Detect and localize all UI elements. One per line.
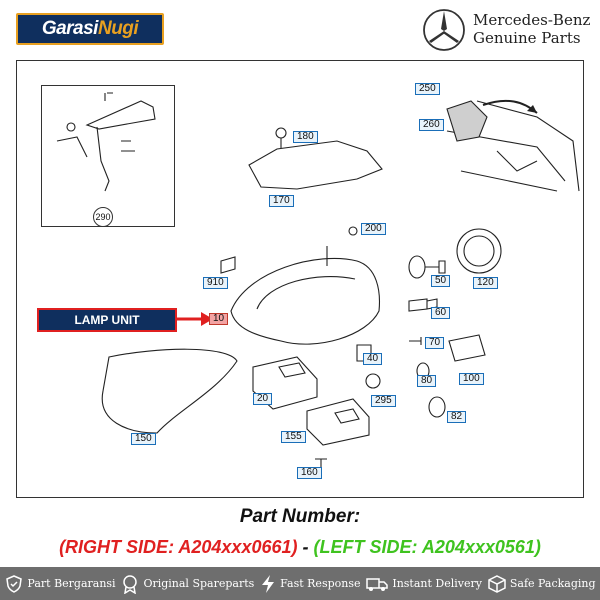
feature-original: Original Spareparts <box>120 574 254 594</box>
lamp-unit-label: LAMP UNIT <box>37 308 177 332</box>
callout-260[interactable]: 260 <box>419 119 444 131</box>
part-number-title: Part Number: <box>239 506 361 527</box>
callout-250[interactable]: 250 <box>415 83 440 95</box>
feature-warranty: Part Bergaransi <box>4 574 116 594</box>
callout-180[interactable]: 180 <box>293 131 318 143</box>
callout-295[interactable]: 295 <box>371 395 396 407</box>
callout-150[interactable]: 150 <box>131 433 156 445</box>
callout-910[interactable]: 910 <box>203 277 228 289</box>
callout-155[interactable]: 155 <box>281 431 306 443</box>
part-number-line: (RIGHT SIDE: A204xxx0661) - (LEFT SIDE: … <box>0 537 600 558</box>
right-side-part-number: (RIGHT SIDE: A204xxx0661) <box>59 537 298 557</box>
callout-80[interactable]: 80 <box>417 375 437 387</box>
callout-160[interactable]: 160 <box>297 467 322 479</box>
callout-40[interactable]: 40 <box>363 353 383 365</box>
callout-20[interactable]: 20 <box>253 393 273 405</box>
callout-170[interactable]: 170 <box>269 195 294 207</box>
callout-10[interactable]: 10 <box>209 313 229 325</box>
maker-name: Mercedes-Benz Genuine Parts <box>473 11 591 47</box>
callout-70[interactable]: 70 <box>425 337 445 349</box>
brand-logo: GarasiNugi <box>16 13 164 45</box>
callout-290[interactable]: 290 <box>93 207 113 227</box>
callout-50[interactable]: 50 <box>431 275 451 287</box>
parts-diagram: 10 20 40 50 60 70 80 82 100 120 150 155 … <box>16 60 584 498</box>
mercedes-star-icon <box>423 9 465 51</box>
brand-logo-text: GarasiNugi <box>41 18 139 39</box>
bracket-inset <box>41 85 175 227</box>
callout-100[interactable]: 100 <box>459 373 484 385</box>
callout-200[interactable]: 200 <box>361 223 386 235</box>
shield-icon <box>6 574 23 593</box>
feature-fast-response: Fast Response <box>259 574 361 594</box>
badge-icon <box>123 574 138 594</box>
box-icon <box>488 574 506 593</box>
feature-packaging: Safe Packaging <box>487 574 596 594</box>
callout-82[interactable]: 82 <box>447 411 467 423</box>
truck-icon <box>366 577 389 591</box>
callout-60[interactable]: 60 <box>431 307 451 319</box>
part-number-separator: - <box>297 537 314 557</box>
feature-delivery: Instant Delivery <box>365 574 482 594</box>
callout-120[interactable]: 120 <box>473 277 498 289</box>
diagram-drawing <box>56 92 580 473</box>
lightning-icon <box>262 574 275 593</box>
left-side-part-number: (LEFT SIDE: A204xxx0561) <box>313 537 541 557</box>
features-bar: Part Bergaransi Original Spareparts Fast… <box>0 567 600 600</box>
